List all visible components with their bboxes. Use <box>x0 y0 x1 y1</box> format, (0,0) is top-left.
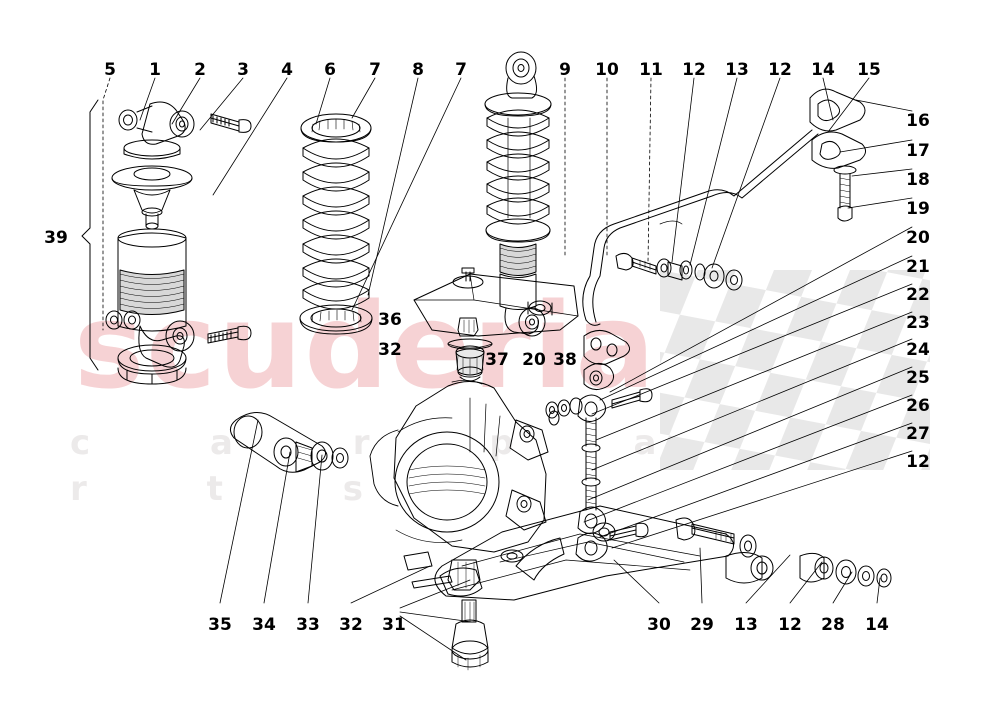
callout-number-13[interactable]: 13 <box>734 615 758 635</box>
callout-number-32[interactable]: 32 <box>339 615 363 635</box>
callout-number-34[interactable]: 34 <box>252 615 276 635</box>
callout-number-33[interactable]: 33 <box>296 615 320 635</box>
callout-number-7[interactable]: 7 <box>455 60 467 80</box>
callout-number-8[interactable]: 8 <box>412 60 424 80</box>
callout-number-16[interactable]: 16 <box>906 111 930 131</box>
callout-number-37[interactable]: 37 <box>485 350 509 370</box>
callout-number-22[interactable]: 22 <box>906 285 930 305</box>
callout-number-5[interactable]: 5 <box>104 60 116 80</box>
callout-number-28[interactable]: 28 <box>821 615 845 635</box>
callout-number-7[interactable]: 7 <box>369 60 381 80</box>
callout-number-12[interactable]: 12 <box>682 60 706 80</box>
callout-number-11[interactable]: 11 <box>639 60 663 80</box>
callout-number-13[interactable]: 13 <box>725 60 749 80</box>
callout-number-17[interactable]: 17 <box>906 141 930 161</box>
callout-number-2[interactable]: 2 <box>194 60 206 80</box>
callout-number-31[interactable]: 31 <box>382 615 406 635</box>
callout-number-12[interactable]: 12 <box>778 615 802 635</box>
callout-number-25[interactable]: 25 <box>906 368 930 388</box>
callout-number-23[interactable]: 23 <box>906 313 930 333</box>
callout-number-29[interactable]: 29 <box>690 615 714 635</box>
callout-number-30[interactable]: 30 <box>647 615 671 635</box>
callout-number-19[interactable]: 19 <box>906 199 930 219</box>
callout-number-27[interactable]: 27 <box>906 424 930 444</box>
callout-number-20[interactable]: 20 <box>906 228 930 248</box>
callout-number-12[interactable]: 12 <box>768 60 792 80</box>
callout-number-12[interactable]: 12 <box>906 452 930 472</box>
callout-number-10[interactable]: 10 <box>595 60 619 80</box>
callout-number-1[interactable]: 1 <box>149 60 161 80</box>
callout-number-39[interactable]: 39 <box>44 228 68 248</box>
callout-number-3[interactable]: 3 <box>237 60 249 80</box>
callout-number-20[interactable]: 20 <box>522 350 546 370</box>
callout-number-18[interactable]: 18 <box>906 170 930 190</box>
callout-number-26[interactable]: 26 <box>906 396 930 416</box>
callout-number-24[interactable]: 24 <box>906 340 930 360</box>
callout-number-14[interactable]: 14 <box>811 60 835 80</box>
callout-number-6[interactable]: 6 <box>324 60 336 80</box>
callout-number-35[interactable]: 35 <box>208 615 232 635</box>
callout-number-15[interactable]: 15 <box>857 60 881 80</box>
callout-number-38[interactable]: 38 <box>553 350 577 370</box>
callout-number-4[interactable]: 4 <box>281 60 293 80</box>
callout-number-32[interactable]: 32 <box>378 340 402 360</box>
callout-number-36[interactable]: 36 <box>378 310 402 330</box>
callout-number-21[interactable]: 21 <box>906 257 930 277</box>
callout-number-9[interactable]: 9 <box>559 60 571 80</box>
callout-number-14[interactable]: 14 <box>865 615 889 635</box>
